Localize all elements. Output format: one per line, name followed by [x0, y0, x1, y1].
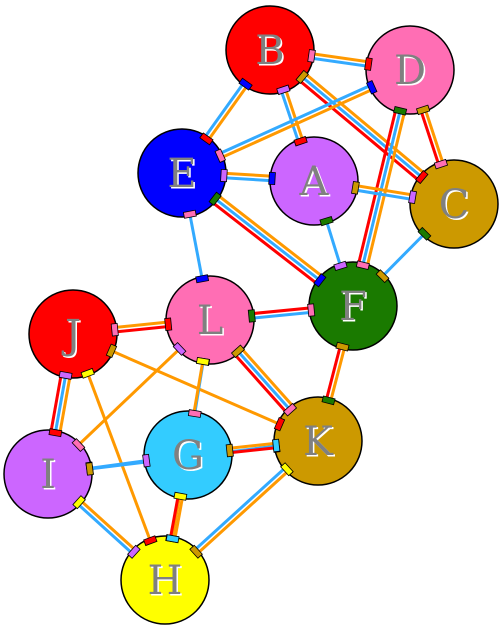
- node-port-L-H: [195, 356, 210, 366]
- node-port-G-L: [187, 409, 202, 418]
- node-label-shadow: E: [169, 153, 198, 199]
- node-label-shadow: H: [149, 560, 184, 606]
- node-label: K: [303, 419, 334, 465]
- node-port-E-B: [199, 132, 214, 146]
- node-F: FF: [308, 261, 398, 351]
- node-port-G-I: [142, 453, 151, 468]
- node-label: A: [299, 159, 330, 205]
- node-K: KK: [273, 396, 363, 486]
- node-label: J: [61, 312, 81, 358]
- node-port-K-L: [282, 402, 298, 417]
- node-label-shadow: K: [305, 421, 336, 467]
- node-G: GG: [143, 410, 233, 500]
- node-port-B-D: [307, 49, 316, 63]
- node-port-A-F: [319, 215, 334, 227]
- node-circle: [120, 535, 210, 625]
- node-port-D-F: [393, 106, 408, 116]
- node-port-D-E: [365, 80, 378, 95]
- node-port-L-I: [172, 341, 187, 356]
- node-port-H-J: [143, 535, 158, 547]
- node-port-I-L: [71, 438, 86, 453]
- node-port-F-L: [307, 303, 316, 317]
- node-circle: [409, 159, 499, 249]
- node-port-F-K: [335, 341, 350, 352]
- node-port-C-D: [433, 158, 449, 170]
- node-label-shadow: J: [62, 314, 82, 360]
- node-port-H-K: [189, 544, 203, 559]
- node-port-E-A: [220, 168, 228, 183]
- node-port-I-K: [85, 462, 94, 476]
- node-C: CC: [409, 159, 499, 249]
- node-port-L-F: [247, 309, 256, 323]
- node-label-shadow: D: [395, 50, 427, 96]
- node-port-E-F: [208, 191, 222, 206]
- node-port-K-J: [273, 416, 286, 432]
- node-label-shadow: L: [198, 300, 225, 346]
- node-port-C-A: [408, 190, 417, 205]
- node-port-K-H: [280, 462, 294, 477]
- node-port-L-K: [230, 344, 246, 359]
- node-port-J-K: [105, 343, 118, 359]
- node-port-F-A: [333, 260, 348, 272]
- node-port-F-C: [375, 269, 390, 284]
- node-port-E-L: [182, 209, 197, 219]
- node-port-B-A: [276, 84, 291, 96]
- node-port-B-E: [238, 77, 253, 91]
- node-label-shadow: B: [257, 30, 286, 76]
- node-label: I: [40, 452, 56, 498]
- node-label: G: [172, 433, 204, 479]
- node-I: II: [3, 429, 93, 519]
- node-label: D: [394, 48, 426, 94]
- node-A: AA: [269, 136, 359, 226]
- node-port-A-C: [351, 180, 360, 195]
- node-port-K-G: [272, 438, 281, 453]
- node-E: EE: [137, 128, 227, 218]
- node-label: F: [339, 284, 367, 330]
- node-port-A-E: [268, 171, 276, 186]
- node-label-shadow: G: [174, 435, 206, 481]
- node-label-shadow: F: [341, 286, 369, 332]
- node-port-F-D: [355, 260, 370, 270]
- node-label-shadow: A: [300, 161, 331, 207]
- node-port-K-F: [321, 395, 336, 406]
- node-port-I-J: [48, 428, 63, 438]
- node-D: DD: [365, 25, 455, 115]
- node-label: C: [439, 182, 470, 228]
- node-port-H-G: [165, 534, 180, 544]
- node-port-J-I: [58, 370, 73, 380]
- node-port-G-H: [173, 491, 188, 501]
- node-port-D-B: [364, 57, 373, 71]
- node-L: LL: [165, 275, 255, 365]
- node-port-B-C: [295, 69, 309, 85]
- node-port-L-E: [195, 274, 210, 284]
- node-port-I-H: [72, 495, 86, 510]
- node-label: H: [148, 558, 183, 604]
- node-label-shadow: C: [440, 184, 471, 230]
- node-J: JJ: [28, 289, 118, 379]
- node-port-H-I: [127, 544, 141, 559]
- node-port-E-D: [214, 148, 227, 163]
- node-H: HH: [120, 535, 210, 625]
- node-port-D-C: [415, 104, 431, 116]
- node-port-L-J: [164, 317, 173, 331]
- node-port-F-E: [313, 273, 327, 288]
- node-port-C-B: [415, 169, 429, 185]
- node-port-A-B: [293, 135, 308, 147]
- node-label-shadow: I: [42, 454, 58, 500]
- node-port-J-H: [80, 367, 95, 379]
- node-label: L: [197, 298, 224, 344]
- node-label: B: [255, 28, 284, 74]
- node-port-J-L: [110, 323, 119, 337]
- node-port-C-F: [417, 226, 432, 241]
- node-label: E: [167, 151, 196, 197]
- node-port-G-K: [225, 443, 234, 458]
